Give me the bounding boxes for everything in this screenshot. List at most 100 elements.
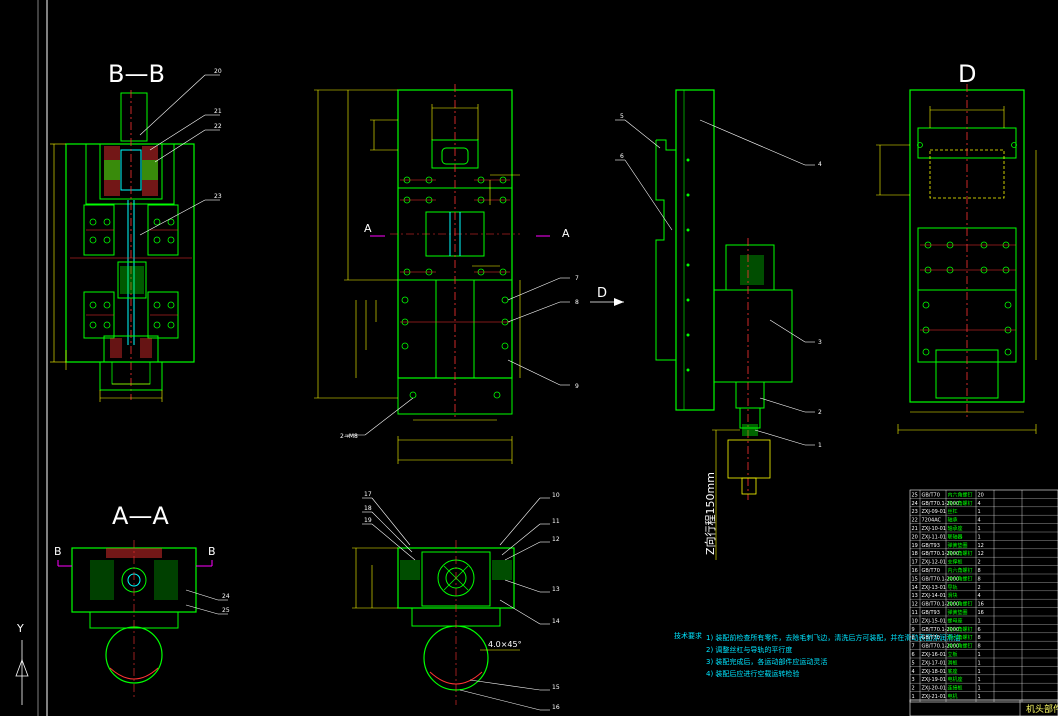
view-front: A A 7 8 9 2→M8 D xyxy=(314,84,624,464)
bom-cell: 17 xyxy=(912,560,918,566)
tech-req-item-3: 3) 装配完成后，各运动部件应运动灵活 xyxy=(706,657,827,666)
bom-cell: 4 xyxy=(978,593,981,599)
bom-cell: 3 xyxy=(912,677,915,683)
bom-cell: 内六角螺钉 xyxy=(948,575,973,582)
bom-cell: 联轴器 xyxy=(948,533,963,540)
bom-cell: 16 xyxy=(978,602,984,608)
bom-cell: ZXJ-09-01 xyxy=(922,509,946,515)
callout-21: 21 xyxy=(214,108,222,115)
bom-cell: 电机座 xyxy=(948,676,963,683)
bom-cell: 7 xyxy=(912,644,915,650)
bom-cell: 23 xyxy=(912,509,918,515)
bom-cell: ZXJ-15-01 xyxy=(922,618,946,624)
callout-9: 9 xyxy=(575,383,579,390)
bom-cell: 内六角螺钉 xyxy=(948,626,973,633)
bom-cell: GB/T93 xyxy=(922,610,940,616)
bom-cell: 内六角螺钉 xyxy=(948,634,973,641)
bom-frame xyxy=(909,489,1058,703)
section-mark-b-left: B xyxy=(54,545,62,558)
axis-label-y: Y xyxy=(16,622,24,635)
callout-17: 17 xyxy=(364,491,372,498)
bom-cell: 1 xyxy=(978,669,981,675)
callout-25: 25 xyxy=(222,607,230,614)
bom-cell: 6 xyxy=(912,652,915,658)
callout-14: 14 xyxy=(552,618,560,625)
bom-cell: ZXJ-14-01 xyxy=(922,593,946,599)
bom-cell: 内六角螺钉 xyxy=(948,550,973,557)
bom-cell: 22 xyxy=(912,518,918,524)
bom-cell: 8 xyxy=(978,576,981,582)
tech-req-heading: 技术要求 xyxy=(674,631,702,640)
detail-note: 2→M8 xyxy=(340,433,358,440)
bom-cell: 1 xyxy=(912,694,915,700)
bom-cell: ZXJ-10-01 xyxy=(922,526,946,532)
callout-10: 10 xyxy=(552,492,560,499)
bom-cell: 连接板 xyxy=(948,685,963,692)
bom-cell: GB/T70 xyxy=(922,635,940,641)
bom-cell: 弹簧垫圈 xyxy=(948,542,968,549)
bom-cell: GB/T70 xyxy=(922,492,940,498)
bom-cell: 底座 xyxy=(948,668,958,675)
title-a-a: A—A xyxy=(112,502,169,530)
bom-cell: 内六角螺钉 xyxy=(948,500,973,507)
bom-cell: 1 xyxy=(978,509,981,515)
bom-cell: 导轨 xyxy=(948,584,958,591)
bom-cell: 1 xyxy=(978,677,981,683)
bom-cell: 12 xyxy=(912,602,918,608)
bom-cell: 19 xyxy=(912,543,918,549)
callout-11: 11 xyxy=(552,518,560,525)
bom-cell: 5 xyxy=(912,660,915,666)
bom-cell: GB/T70.1-2000 xyxy=(922,602,960,608)
bom-cell: 16 xyxy=(978,610,984,616)
bom-cell: 1 xyxy=(978,526,981,532)
bom-cell: ZXJ-16-01 xyxy=(922,652,946,658)
callout-23: 23 xyxy=(214,193,222,200)
callout-22: 22 xyxy=(214,123,222,130)
bom-cell: 支撑板 xyxy=(948,559,963,566)
bom-cell: 4 xyxy=(912,669,915,675)
bom-cell: 18 xyxy=(912,551,918,557)
bom-cell: GB/T70.1-2000 xyxy=(922,501,960,507)
callout-12: 12 xyxy=(552,536,560,543)
bom-cell: ZXJ-13-01 xyxy=(922,585,946,591)
callout-13: 13 xyxy=(552,586,560,593)
bom-cell: GB/T70.1-2000 xyxy=(922,551,960,557)
bom-cell: 螺母座 xyxy=(948,617,963,624)
bom-cell: 内六角螺钉 xyxy=(948,643,973,650)
bom-cell: GB/T93 xyxy=(922,543,940,549)
callout-20: 20 xyxy=(214,68,222,75)
callout-5: 5 xyxy=(620,113,624,120)
tech-requirements: 技术要求 1) 装配前检查所有零件，去除毛刺飞边，清洗后方可装配，并在滑动表面涂… xyxy=(674,631,960,678)
bom-cell: 8 xyxy=(912,635,915,641)
bom-cell: 21 xyxy=(912,526,918,532)
title-d: D xyxy=(958,60,976,88)
bom-cell: 2 xyxy=(978,585,981,591)
bom-cell: 轴承座 xyxy=(948,525,963,532)
bom-cell: 6 xyxy=(978,627,981,633)
bom-cell: 1 xyxy=(978,686,981,692)
bom-cell: 丝杠 xyxy=(948,508,958,515)
callout-8: 8 xyxy=(575,299,579,306)
bom-cell: ZXJ-20-01 xyxy=(922,686,946,692)
view-bottom-section: 4.0×45° 17 18 19 10 11 12 13 14 15 16 xyxy=(352,491,560,711)
bom-cell: ZXJ-21-01 xyxy=(922,694,946,700)
bom-cell: 滑板 xyxy=(948,659,958,666)
bom-cell: 2 xyxy=(912,686,915,692)
bom-cell: 1 xyxy=(978,660,981,666)
title-block: 机头部件 xyxy=(909,699,1058,716)
bom-cell: 电机 xyxy=(948,693,958,700)
bom-cell: 1 xyxy=(978,652,981,658)
view-d: D xyxy=(876,60,1037,434)
view-b-b: B—B xyxy=(50,60,222,402)
section-mark-a-right: A xyxy=(562,227,570,240)
drawing-title: 机头部件 xyxy=(1026,703,1058,715)
bom-cell: GB/T70.1-2000 xyxy=(922,627,960,633)
bom-cell: 8 xyxy=(978,644,981,650)
bom-cell: 10 xyxy=(912,618,918,624)
section-mark-a-left: A xyxy=(364,222,372,235)
tech-req-item-2: 2) 调整丝杠与导轨的平行度 xyxy=(706,645,792,654)
bom-cell: 16 xyxy=(912,568,918,574)
bom-cell: 12 xyxy=(978,543,984,549)
bom-cell: GB/T70 xyxy=(922,568,940,574)
